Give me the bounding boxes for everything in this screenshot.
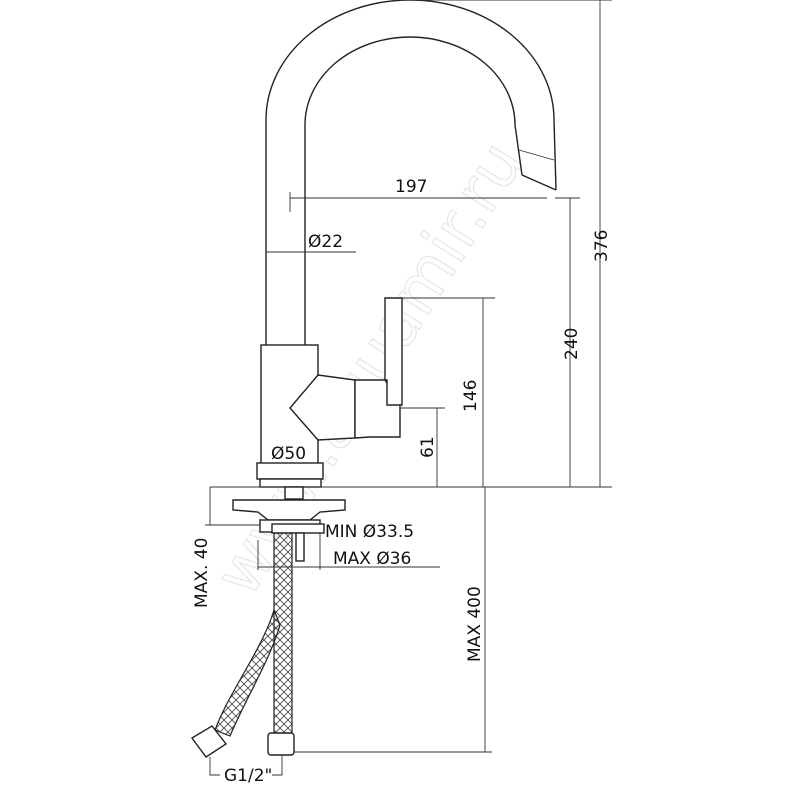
dim-spout-diameter: Ø22 (308, 232, 343, 252)
hose-nut-left (190, 725, 228, 758)
supply-hoses (190, 532, 295, 758)
dim-hole-min: MIN Ø33.5 (325, 522, 414, 542)
dim-spout-reach: 197 (395, 177, 427, 197)
hose-nut-right (267, 732, 295, 756)
dim-hose-thread: G1/2" (224, 766, 272, 786)
mounting-hardware (210, 486, 612, 562)
dim-spout-height: 240 (562, 328, 582, 360)
dim-hole-max: MAX Ø36 (333, 549, 411, 569)
faucet-body (256, 297, 403, 488)
dimension-lines (205, 0, 612, 776)
spout (265, 0, 557, 350)
dim-total-height: 376 (592, 230, 612, 262)
dim-hose-length: MAX 400 (465, 586, 485, 662)
dim-outlet-height: 61 (418, 436, 438, 458)
dim-deck-thickness: MAX. 40 (192, 538, 212, 608)
dim-body-diameter: Ø50 (271, 444, 306, 464)
dim-handle-height: 146 (461, 380, 481, 412)
